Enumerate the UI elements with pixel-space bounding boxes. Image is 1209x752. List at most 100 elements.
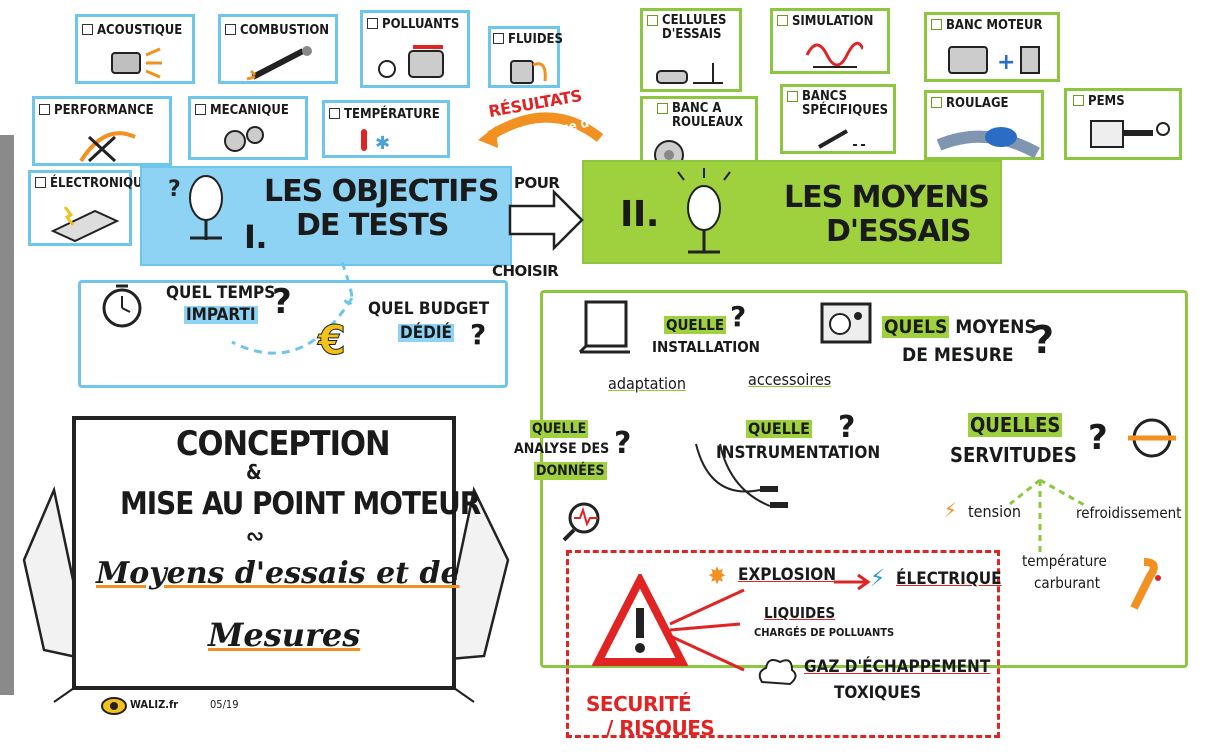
objective-label: POLLUANTS [382, 17, 460, 32]
board-amp: & [246, 460, 262, 484]
security-panel [566, 550, 1000, 738]
pems-device-icon [1090, 120, 1170, 148]
specific-bench-icon [818, 129, 865, 149]
cooling-fan-icon [1128, 418, 1176, 458]
oil-can-icon [510, 60, 547, 84]
person-thinking-icon: ? [168, 175, 223, 240]
analyse-question-line3: DONNÉES [534, 462, 607, 480]
gaz-label-line2: TOXIQUES [834, 683, 922, 703]
explosion-icon: ✸ [708, 562, 727, 590]
temp-label-line1: température [1022, 552, 1107, 570]
means-label: ROULAGE [946, 96, 1009, 111]
stopwatch-icon [102, 284, 142, 328]
time-question-line2: IMPARTI [184, 305, 258, 325]
smoke-cloud-icon [758, 659, 797, 686]
analyse-question-mark: ? [614, 426, 631, 461]
objective-label: ÉLECTRONIQUE [50, 176, 151, 191]
check-icon [82, 24, 93, 35]
means-title-line2: D'ESSAIS [826, 214, 971, 249]
security-title-line1: SECURITÉ [586, 692, 692, 716]
objective-label: ACOUSTIQUE [97, 23, 183, 38]
liquides-label: LIQUIDES [764, 604, 836, 622]
board-tilde: ∾ [246, 522, 265, 550]
waliz-eye-logo [101, 697, 127, 715]
constraints-panel [78, 280, 508, 388]
arrow-bottom-label: CHOISIR [492, 262, 559, 280]
means-card-bancs-specifiques: BANCS SPÉCIFIQUES [780, 84, 896, 154]
means-card-roulage: ROULAGE [924, 90, 1044, 160]
installation-frame-icon [578, 300, 630, 354]
wave-simulation-icon [805, 41, 863, 68]
objective-card-electronique: ÉLECTRONIQUE [28, 170, 151, 246]
check-icon [931, 97, 942, 108]
check-icon [787, 91, 798, 102]
results-arrow [478, 112, 604, 148]
check-icon [931, 19, 942, 30]
means-card-pems: PEMS [1064, 88, 1182, 160]
mesure-question-line2: DE MESURE [902, 344, 1014, 366]
footer-brand: WALIZ.fr [130, 698, 179, 711]
means-label: CELLULES D'ESSAIS [662, 13, 727, 42]
mesure-question-mark: ? [1032, 318, 1054, 362]
warning-triangle-icon [592, 574, 688, 666]
check-icon [1073, 95, 1084, 106]
mesure-question-line1: QUELS MOYENS [882, 316, 1037, 338]
liquides-sublabel: CHARGÉS DE POLLUANTS [754, 626, 895, 639]
explosion-label: EXPLOSION [738, 565, 837, 585]
electric-bolt-icon: ⚡ [870, 564, 886, 592]
board-line3: Moyens d'essais et de [96, 556, 460, 591]
check-icon [777, 15, 788, 26]
check-icon [657, 103, 668, 114]
board-frame [22, 416, 510, 703]
fuel-nozzle-icon [1130, 558, 1161, 610]
photo-edge [0, 135, 14, 695]
objective-card-mecanique: MECANIQUE [188, 96, 308, 160]
means-label: PEMS [1088, 94, 1125, 109]
objective-label: TEMPÉRATURE [344, 107, 440, 122]
install-question-line2: INSTALLATION [652, 338, 760, 356]
thermometer-icon: ✱ [361, 129, 390, 154]
check-icon [647, 15, 658, 26]
means-label: BANC MOTEUR [946, 18, 1043, 33]
means-card-simulation: SIMULATION [770, 8, 890, 74]
objectives-title-line1: LES OBJECTIFS [264, 174, 499, 209]
performance-flags-icon [79, 131, 136, 163]
instr-question-line1: QUELLE [746, 419, 812, 438]
objective-card-acoustique: ACOUSTIQUE [75, 14, 195, 84]
magnifier-signal-icon [562, 502, 600, 542]
objective-label: PERFORMANCE [54, 103, 154, 118]
means-label: BANCS SPÉCIFIQUES [802, 89, 889, 118]
check-icon [39, 104, 50, 115]
means-label: BANC A ROULEAUX [672, 101, 744, 130]
exhaust-pollution-icon [378, 45, 444, 78]
objectives-numeral: I. [244, 218, 268, 256]
tension-label: tension [968, 502, 1022, 521]
red-arrow [834, 573, 871, 591]
dashed-links [231, 261, 354, 355]
car-road-icon [937, 127, 1040, 159]
adaptation-label: adaptation [608, 374, 686, 393]
check-icon [493, 33, 504, 44]
mesure-quels: QUELS [882, 316, 950, 338]
measuring-device-icon [820, 302, 872, 344]
serv-question-line2: SERVITUDES [950, 443, 1077, 467]
objective-card-polluants: POLLUANTS [360, 10, 470, 88]
gears-icon [224, 126, 264, 152]
engine-bench-icon: + [948, 46, 1040, 75]
objective-card-combustion: COMBUSTION [218, 14, 338, 84]
mesure-rest: MOYENS [955, 316, 1037, 338]
serv-question-mark: ? [1088, 418, 1108, 458]
board-line2: MISE AU POINT MOTEUR [120, 486, 481, 522]
objective-label: MECANIQUE [210, 103, 289, 118]
check-icon [367, 18, 378, 29]
means-label: SIMULATION [792, 14, 874, 29]
board-line1: CONCEPTION [176, 424, 391, 464]
servitude-arrows [1009, 478, 1087, 552]
check-icon [329, 108, 340, 119]
choose-arrow-icon [508, 188, 584, 252]
budget-question-mark: ? [470, 318, 486, 351]
board-line4: Mesures [208, 616, 361, 654]
budget-question-line1: QUEL BUDGET [368, 299, 490, 319]
budget-question-line2: DÉDIÉ [398, 323, 454, 343]
time-question-line1: QUEL TEMPS [166, 283, 276, 303]
